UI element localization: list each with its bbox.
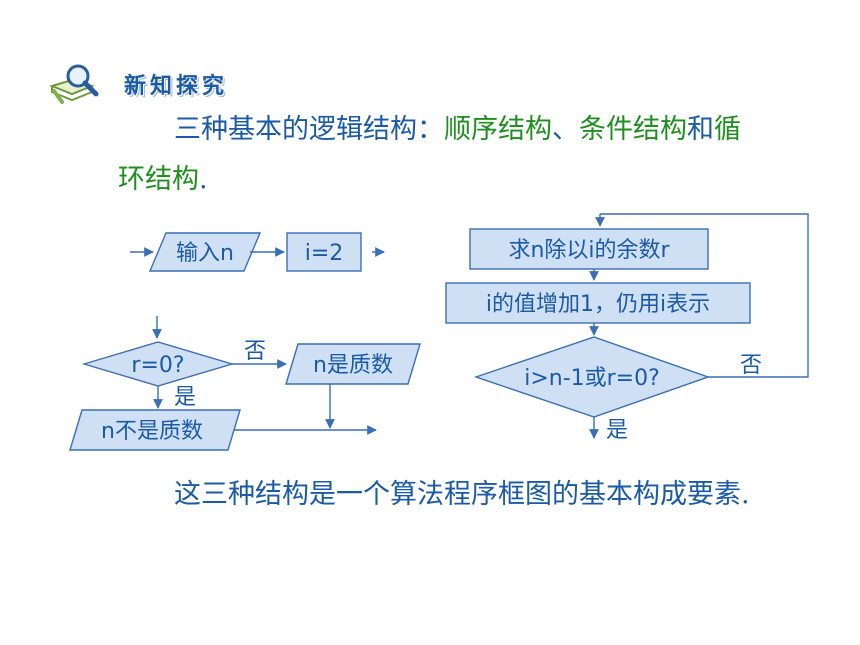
conclusion-text: 这三种结构是一个算法程序框图的基本构成要素.: [174, 479, 750, 510]
magnifier-book-icon: [48, 64, 99, 104]
intro-sep: 、: [552, 114, 579, 145]
input-label: 输入n: [176, 241, 234, 266]
intro-and: 和: [687, 114, 714, 145]
assign-label: i=2: [305, 241, 344, 266]
not-prime-parallelogram: [69, 409, 241, 451]
term-condition: 条件结构: [579, 114, 687, 145]
intro-end: .: [199, 164, 208, 195]
increment-box: [445, 282, 751, 324]
section-header: 新知探究: [48, 62, 228, 106]
prime-parallelogram: [285, 343, 421, 385]
not-prime-label: n不是质数: [101, 419, 203, 444]
increment-label: i的值增加1，仍用i表示: [486, 292, 710, 317]
term-loop: 循环结构: [118, 114, 741, 195]
loop-decision-label: i>n-1或r=0?: [524, 366, 660, 391]
intro-paragraph: 三种基本的逻辑结构：顺序结构、条件结构和循环结构.: [118, 105, 758, 205]
cond-decision: [81, 341, 235, 387]
header-title: 新知探究: [124, 74, 229, 99]
conclusion-paragraph: 这三种结构是一个算法程序框图的基本构成要素.: [118, 470, 758, 520]
loop-no-label: 否: [740, 353, 762, 378]
cond-no-label: 否: [244, 339, 266, 364]
remainder-label: 求n除以i的余数r: [508, 238, 670, 263]
intro-prefix: 三种基本的逻辑结构：: [174, 114, 444, 145]
input-parallelogram: [148, 232, 262, 272]
cond-decision-label: r=0?: [131, 353, 184, 378]
remainder-box: [469, 228, 709, 270]
term-sequence: 顺序结构: [444, 114, 552, 145]
assign-box: [286, 232, 362, 272]
cond-yes-label: 是: [174, 385, 196, 410]
loop-yes-label: 是: [606, 418, 628, 443]
prime-label: n是质数: [313, 353, 393, 378]
loop-back-line: [600, 213, 809, 378]
loop-decision: [473, 336, 711, 418]
